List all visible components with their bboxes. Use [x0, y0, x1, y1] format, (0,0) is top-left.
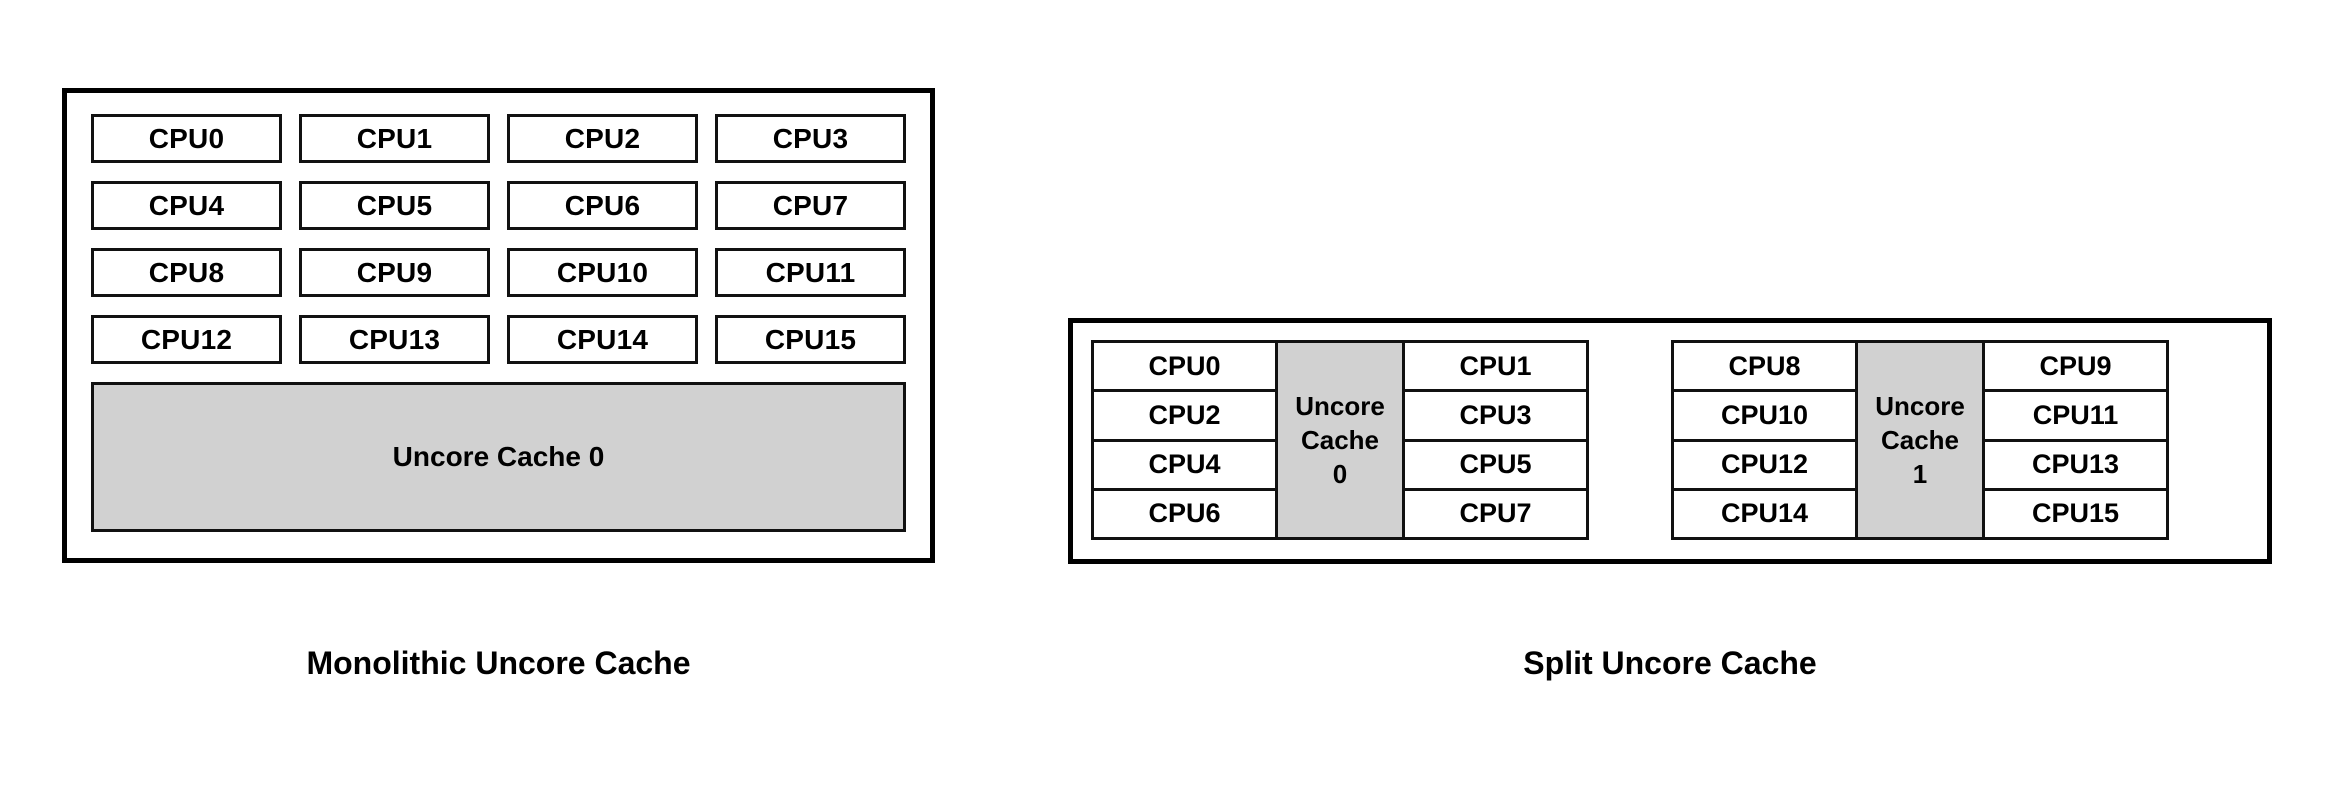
cpu-box: CPU14 — [1671, 487, 1858, 540]
cpu-box: CPU13 — [1982, 438, 2169, 491]
cache-cluster: CPU8 CPU10 CPU12 CPU14 Uncore Cache 1 CP… — [1671, 340, 2249, 540]
split-figure: CPU0 CPU2 CPU4 CPU6 Uncore Cache 0 CPU1 … — [1068, 318, 2272, 564]
cpu-box: CPU8 — [91, 248, 282, 297]
cpu-box: CPU7 — [715, 181, 906, 230]
cpu-box: CPU4 — [91, 181, 282, 230]
cpu-box: CPU8 — [1671, 340, 1858, 393]
cpu-box: CPU1 — [1402, 340, 1589, 393]
split-caption: Split Uncore Cache — [1523, 645, 1817, 681]
monolithic-figure: CPU0 CPU1 CPU2 CPU3 CPU4 CPU5 CPU6 CPU7 … — [62, 88, 935, 563]
cpu-box: CPU12 — [91, 315, 282, 364]
uncore-cache-label-line3: 1 — [1912, 459, 1928, 490]
uncore-cache-label-line3: 0 — [1332, 459, 1348, 490]
cluster-left-column: CPU0 CPU2 CPU4 CPU6 — [1091, 340, 1278, 540]
cpu-box: CPU4 — [1091, 438, 1278, 491]
uncore-cache-label-line2: Cache — [1880, 424, 1960, 455]
cluster-right-column: CPU1 CPU3 CPU5 CPU7 — [1402, 340, 1589, 540]
cpu-box: CPU0 — [1091, 340, 1278, 393]
cpu-box: CPU15 — [1982, 487, 2169, 540]
cpu-box: CPU11 — [715, 248, 906, 297]
cpu-box: CPU3 — [1402, 389, 1589, 442]
cpu-box: CPU10 — [507, 248, 698, 297]
cpu-box: CPU2 — [507, 114, 698, 163]
cluster-right-column: CPU9 CPU11 CPU13 CPU15 — [1982, 340, 2169, 540]
monolithic-cpu-grid: CPU0 CPU1 CPU2 CPU3 CPU4 CPU5 CPU6 CPU7 … — [91, 114, 906, 364]
cpu-box: CPU6 — [507, 181, 698, 230]
cpu-box: CPU5 — [299, 181, 490, 230]
uncore-cache-box: Uncore Cache 0 — [91, 382, 906, 532]
uncore-cache-label-line1: Uncore — [1295, 390, 1385, 421]
cpu-box: CPU14 — [507, 315, 698, 364]
monolithic-socket-box: CPU0 CPU1 CPU2 CPU3 CPU4 CPU5 CPU6 CPU7 … — [62, 88, 935, 563]
cpu-box: CPU7 — [1402, 487, 1589, 540]
cpu-box: CPU9 — [299, 248, 490, 297]
cpu-box: CPU10 — [1671, 389, 1858, 442]
split-socket-box: CPU0 CPU2 CPU4 CPU6 Uncore Cache 0 CPU1 … — [1068, 318, 2272, 564]
cpu-box: CPU11 — [1982, 389, 2169, 442]
cpu-box: CPU9 — [1982, 340, 2169, 393]
monolithic-caption: Monolithic Uncore Cache — [306, 645, 691, 681]
cpu-box: CPU6 — [1091, 487, 1278, 540]
cpu-box: CPU12 — [1671, 438, 1858, 491]
cpu-box: CPU1 — [299, 114, 490, 163]
cluster-left-column: CPU8 CPU10 CPU12 CPU14 — [1671, 340, 1858, 540]
uncore-cache-label-line1: Uncore — [1875, 390, 1965, 421]
uncore-cache-box: Uncore Cache 1 — [1855, 340, 1985, 540]
uncore-cache-label-line2: Cache — [1300, 424, 1380, 455]
cpu-box: CPU13 — [299, 315, 490, 364]
cpu-box: CPU15 — [715, 315, 906, 364]
cpu-box: CPU3 — [715, 114, 906, 163]
uncore-cache-box: Uncore Cache 0 — [1275, 340, 1405, 540]
cpu-box: CPU0 — [91, 114, 282, 163]
cpu-box: CPU5 — [1402, 438, 1589, 491]
cpu-box: CPU2 — [1091, 389, 1278, 442]
cache-cluster: CPU0 CPU2 CPU4 CPU6 Uncore Cache 0 CPU1 … — [1091, 340, 1669, 540]
